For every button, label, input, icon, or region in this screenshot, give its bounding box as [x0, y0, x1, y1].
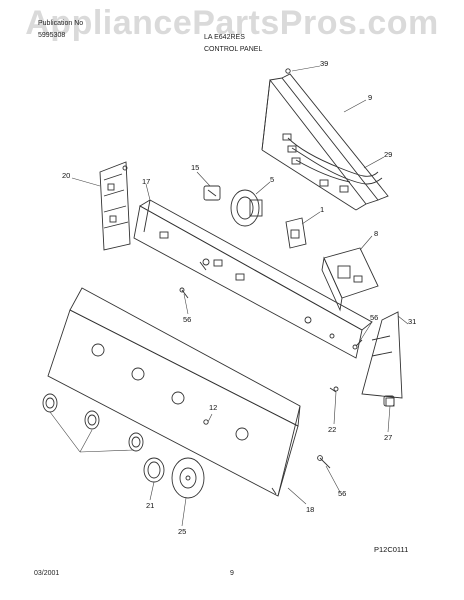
- timer-dial-25[interactable]: [171, 457, 205, 499]
- callout-labels: 39 9 29 15 5 1 20 17 8 56 56 31 12 22 27…: [62, 59, 416, 554]
- callout: 9: [368, 93, 372, 102]
- model-number: LA E642RES: [204, 34, 245, 41]
- screw-22: [329, 386, 339, 393]
- knob-21[interactable]: [143, 457, 165, 483]
- footer-date: 03/2001: [34, 570, 60, 577]
- screw-17: [199, 258, 210, 271]
- clip-12: [203, 419, 209, 425]
- control-console: [47, 287, 301, 497]
- callout: 5: [270, 175, 274, 184]
- side-bracket-right: [361, 311, 403, 407]
- wire-harness: [282, 133, 383, 193]
- callout: 56: [183, 315, 191, 324]
- knob-3[interactable]: [128, 432, 144, 452]
- callout: 17: [142, 177, 150, 186]
- screw-56-right: [352, 339, 363, 350]
- publication-label: Publication No: [38, 20, 84, 27]
- diagram-code: P12C0111: [374, 545, 408, 554]
- knob-1[interactable]: [42, 393, 58, 413]
- callout: 21: [146, 501, 154, 510]
- rear-cover-panel: [261, 73, 389, 211]
- watermark: AppliancePartsPros.com: [25, 4, 439, 42]
- foot-27: [383, 395, 395, 407]
- callout: 27: [384, 433, 392, 442]
- callout: 1: [320, 205, 324, 214]
- callout: 31: [408, 317, 416, 326]
- screw-56-bottom: [317, 455, 331, 469]
- switch-15: [203, 185, 221, 201]
- callout: 8: [374, 229, 378, 238]
- callout: 25: [178, 527, 186, 536]
- publication-number: 5995308: [38, 32, 66, 39]
- switch-1: [285, 217, 307, 249]
- callout: 56: [338, 489, 346, 498]
- callout: 29: [384, 150, 392, 159]
- footer-page: 9: [230, 570, 234, 577]
- callout: 12: [209, 403, 217, 412]
- selector-switch-5: [230, 189, 263, 227]
- control-panel-plate: [133, 199, 373, 359]
- leader-lines: [49, 65, 409, 527]
- callout: 18: [306, 505, 314, 514]
- callout: 20: [62, 171, 70, 180]
- callout: 15: [191, 163, 199, 172]
- section-title: CONTROL PANEL: [204, 46, 263, 53]
- timer-8: [321, 247, 379, 312]
- knob-2[interactable]: [84, 410, 100, 430]
- side-bracket-left: [99, 161, 131, 251]
- callout: 39: [320, 59, 328, 68]
- callout: 56: [370, 313, 378, 322]
- callout: 22: [328, 425, 336, 434]
- screw-56-left: [179, 287, 189, 299]
- screw-39: [285, 68, 291, 74]
